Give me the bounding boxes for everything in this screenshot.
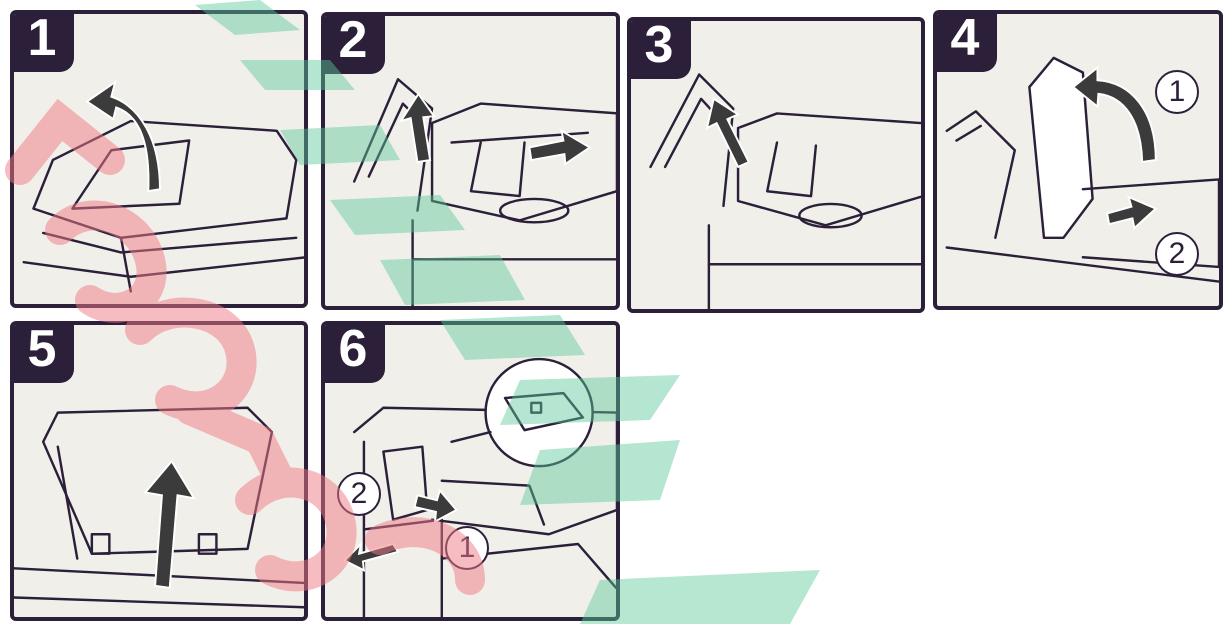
step-number: 4 <box>933 10 997 72</box>
step-number: 2 <box>321 12 385 74</box>
step-3-panel: 3 <box>627 17 925 313</box>
step-1-panel: 1 <box>10 10 308 308</box>
callout-number: 1 <box>445 526 489 570</box>
callout-number: 2 <box>1155 232 1199 276</box>
step-4-panel: 4 1 2 <box>933 10 1223 310</box>
step-number: 1 <box>10 10 74 72</box>
step-2-panel: 2 <box>321 12 620 310</box>
callout-number: 1 <box>1155 70 1199 114</box>
step-number: 3 <box>627 17 691 79</box>
step-number: 6 <box>321 321 385 383</box>
step-number: 5 <box>10 321 74 383</box>
step-5-panel: 5 <box>10 321 308 621</box>
step-6-panel: 6 2 1 <box>321 321 620 621</box>
callout-number: 2 <box>337 472 381 516</box>
